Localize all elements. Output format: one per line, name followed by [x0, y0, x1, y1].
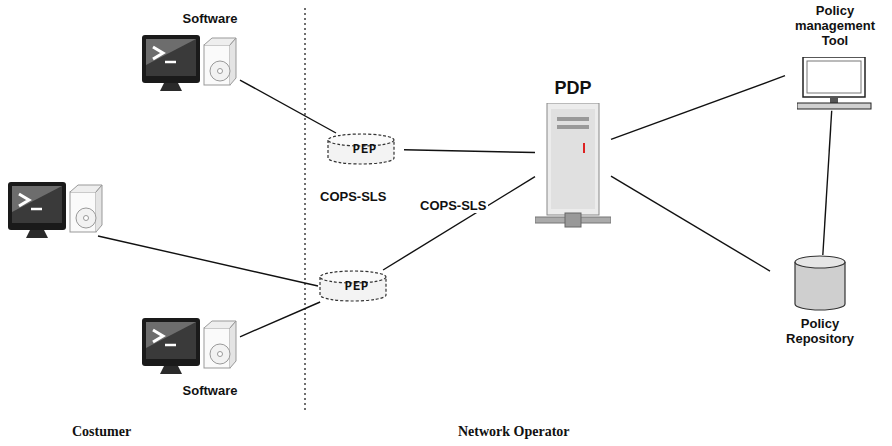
connector-line: [823, 111, 832, 255]
connector-line: [404, 150, 535, 153]
laptop-node: Policy management Tool: [785, 4, 885, 111]
connector-line: [383, 177, 535, 270]
node-shape: [535, 103, 611, 229]
protocol-label: COPS-SLS: [318, 189, 388, 204]
connector-line: [240, 80, 336, 133]
pep-cylinder: PEP: [318, 270, 396, 302]
node-label: Software: [183, 384, 238, 399]
connector-line: [611, 176, 770, 271]
node-shape: [142, 35, 238, 93]
pep-cylinder: PEP: [326, 133, 404, 165]
repository-cylinder: Policy Repository: [770, 255, 870, 347]
node-label: Policy management Tool: [790, 4, 880, 49]
node-shape: [797, 57, 873, 111]
boundary-line: [304, 8, 305, 412]
server-node: PDP: [535, 78, 611, 229]
region-label: Network Operator: [456, 424, 572, 440]
protocol-label: COPS-SLS: [418, 198, 488, 213]
node-label: Policy Repository: [780, 317, 860, 347]
computer-icon: [8, 182, 102, 238]
connector-line: [240, 302, 320, 337]
node-label: PDP: [554, 78, 591, 99]
computer-node: Software: [140, 12, 240, 93]
node-label: PEP: [326, 144, 404, 158]
wire: [98, 236, 318, 286]
node-label: Software: [183, 12, 238, 27]
node-label: PEP: [318, 281, 396, 295]
node-shape: [793, 255, 847, 311]
node-shape: [142, 318, 238, 376]
connector-line: [611, 76, 785, 140]
computer-node: Software: [140, 318, 240, 399]
region-label: Costumer: [70, 424, 133, 440]
